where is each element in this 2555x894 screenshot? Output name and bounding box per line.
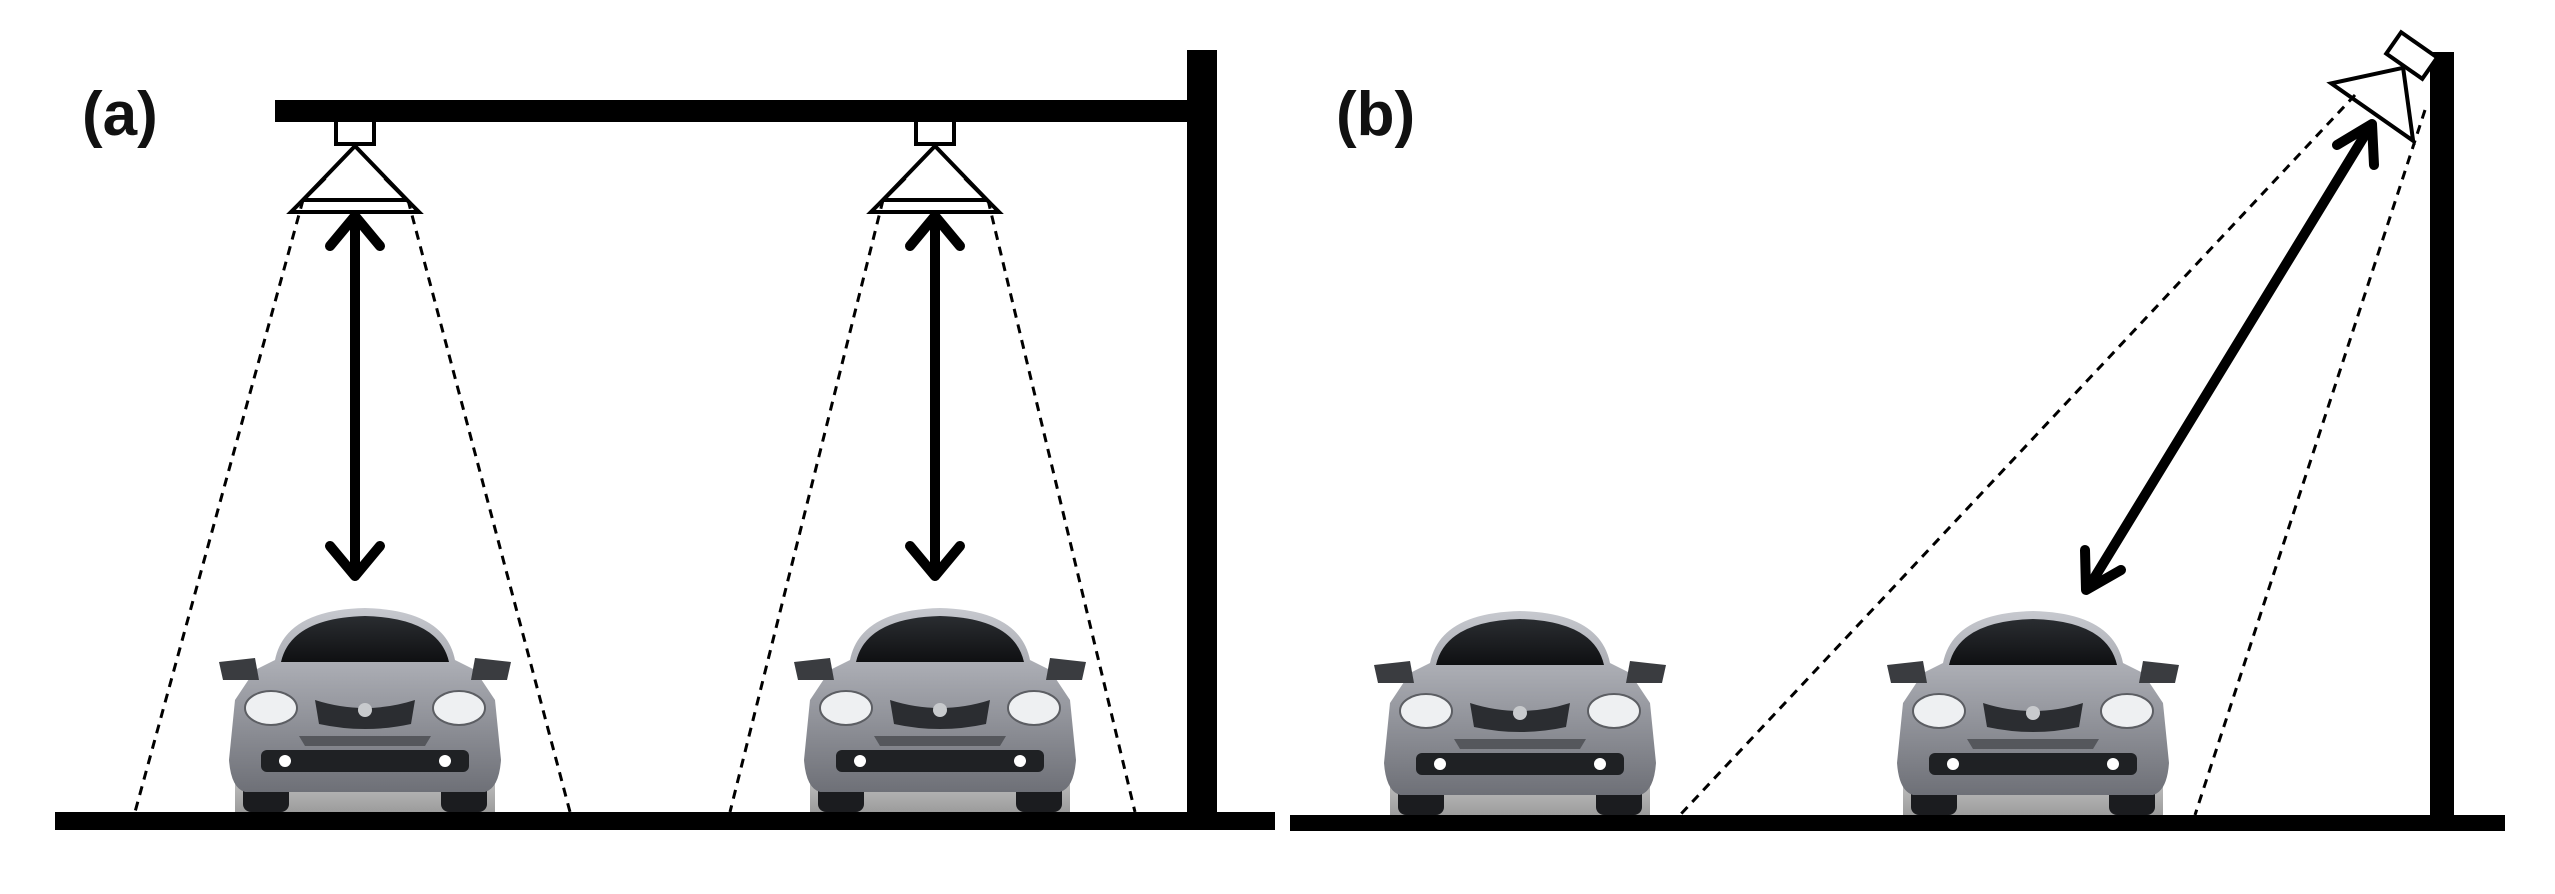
double-arrow-icon (2080, 119, 2379, 595)
ground-b (1290, 815, 2505, 831)
field-of-view-a2 (728, 199, 1137, 813)
car-icon (218, 607, 512, 813)
pole-a (1187, 50, 1217, 820)
field-of-view-b (1678, 93, 2427, 817)
sensor-icon (2326, 29, 2440, 146)
panel-label-b: (b) (1336, 80, 1416, 149)
sensor-icon (869, 118, 1001, 214)
double-arrow-icon (905, 211, 965, 581)
car-icon (1373, 610, 1667, 816)
overhead-beam (275, 100, 1205, 122)
pole-b (2430, 52, 2454, 824)
panel-label-a: (a) (82, 80, 158, 149)
field-of-view-a1 (133, 199, 572, 813)
panel-a-structure (55, 50, 1275, 830)
car-icon (1886, 610, 2180, 816)
sensor-icon (289, 118, 421, 214)
car-icon (793, 607, 1087, 813)
ground-a (55, 812, 1275, 830)
panel-b-structure (1290, 52, 2505, 831)
double-arrow-icon (325, 211, 385, 581)
